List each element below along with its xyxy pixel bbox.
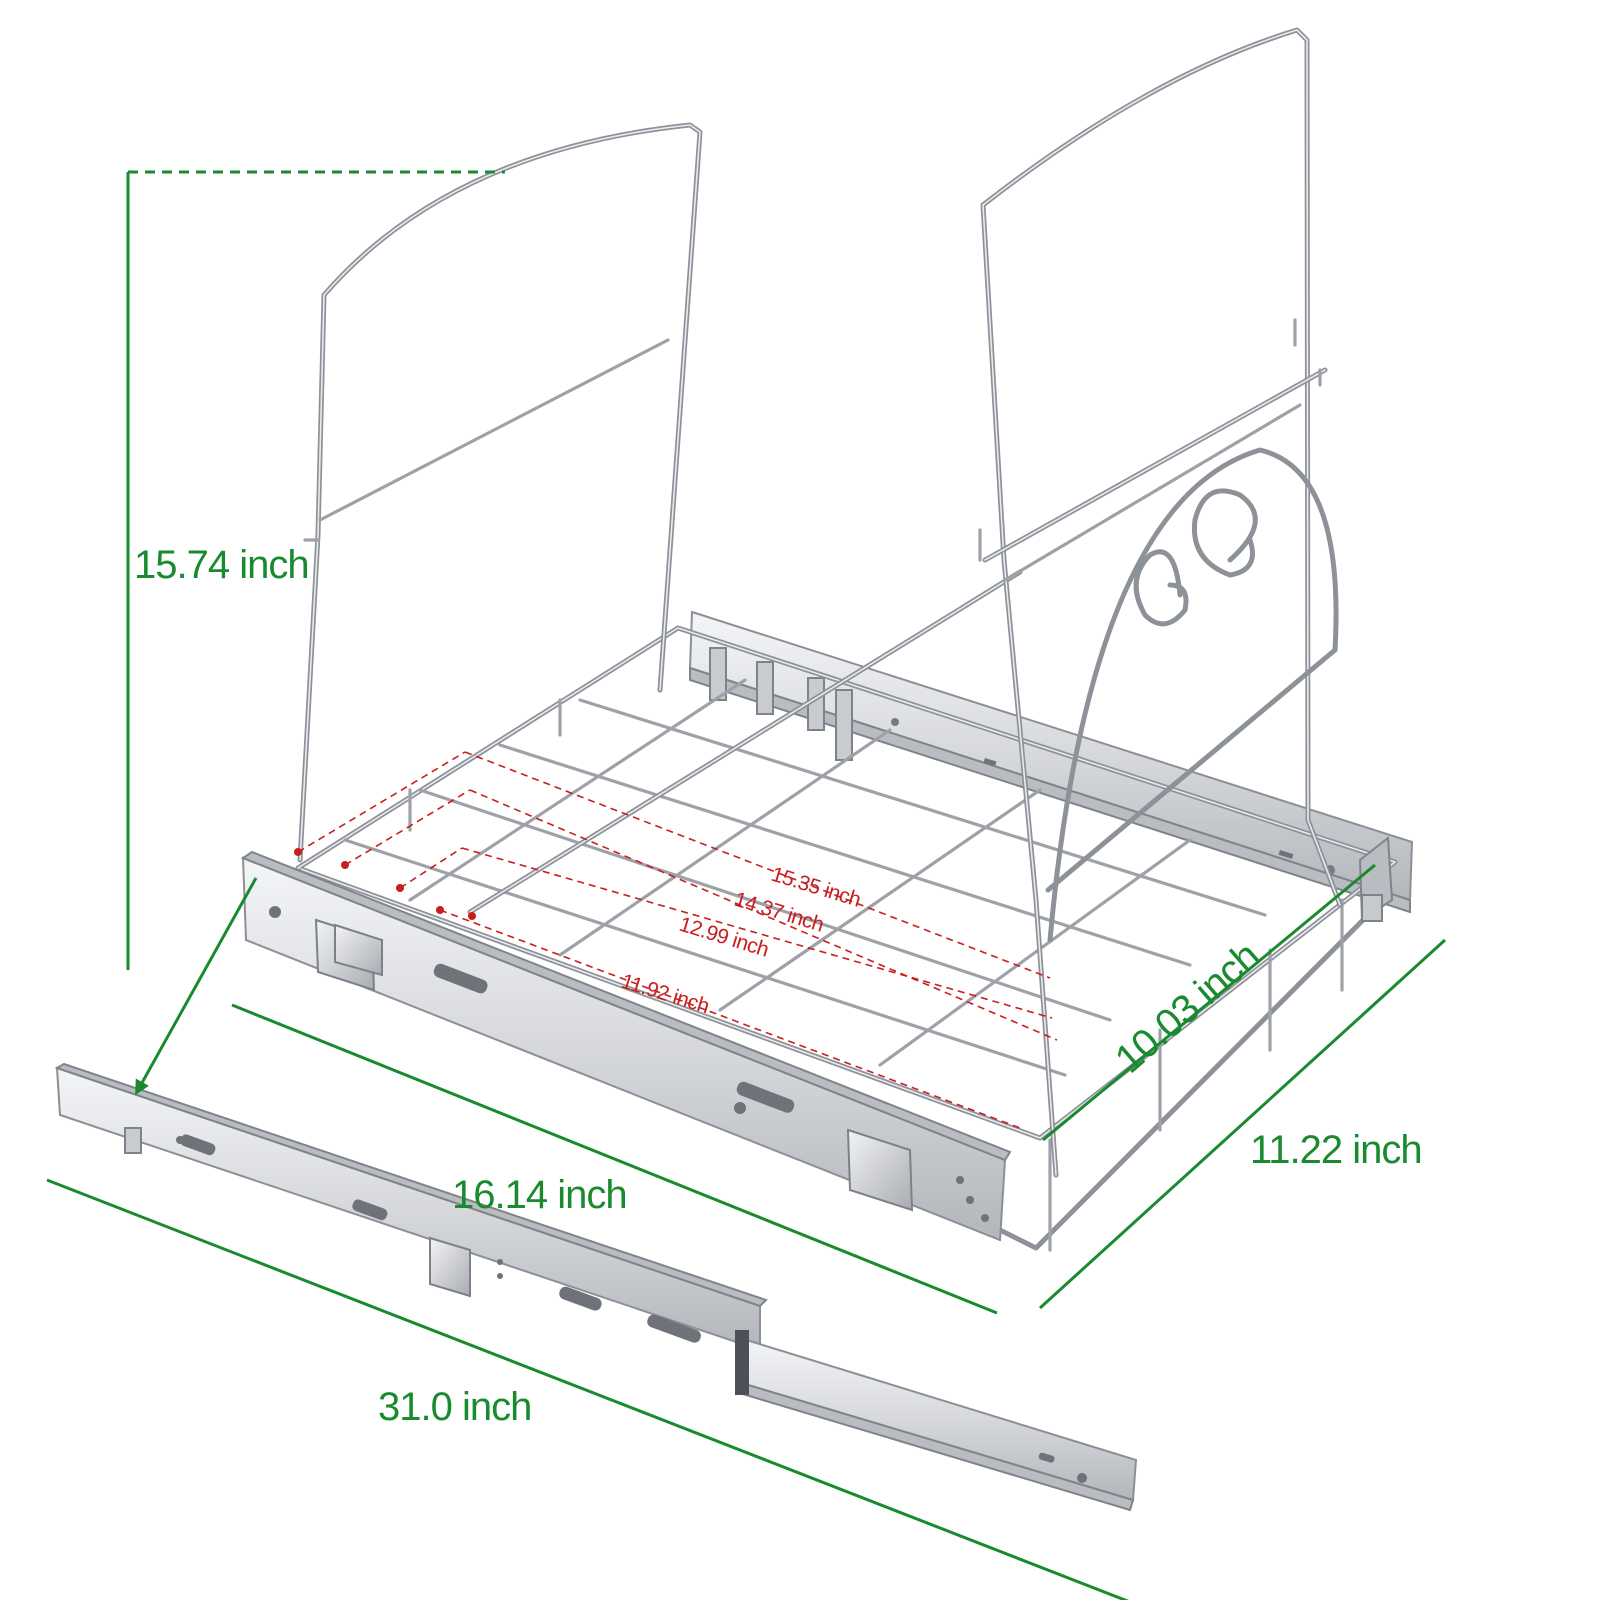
width-line xyxy=(1038,938,1447,1310)
right-end-cap xyxy=(1358,836,1394,922)
depth-line xyxy=(231,1003,998,1315)
slide-length-label: 31.0 inch xyxy=(378,1385,531,1429)
dimension-lines xyxy=(46,170,1447,1600)
right-divider xyxy=(978,27,1343,1178)
front-slide-rail xyxy=(240,850,1012,1242)
inner-width-label: 10.03 inch xyxy=(1107,934,1268,1082)
inner-point xyxy=(341,861,349,869)
left-divider xyxy=(297,122,703,863)
inner-point xyxy=(468,912,476,920)
slide-length-line xyxy=(46,1178,1129,1600)
inner-point xyxy=(294,848,302,856)
detach-arrow xyxy=(135,877,258,1096)
inner-length-guides xyxy=(294,751,1058,1129)
width-label: 11.22 inch xyxy=(1250,1128,1422,1172)
wire-basket xyxy=(295,569,1398,1252)
height-label: 15.74 inch xyxy=(134,543,309,587)
pull-out-organizer-illustration xyxy=(54,27,1414,1512)
inner-width-line xyxy=(1042,863,1376,1142)
back-slide-rail xyxy=(688,610,1414,914)
depth-label: 16.14 inch xyxy=(452,1173,627,1217)
extended-slide-rail xyxy=(54,1062,1138,1512)
inner-point xyxy=(396,884,404,892)
inner-point xyxy=(436,906,444,914)
